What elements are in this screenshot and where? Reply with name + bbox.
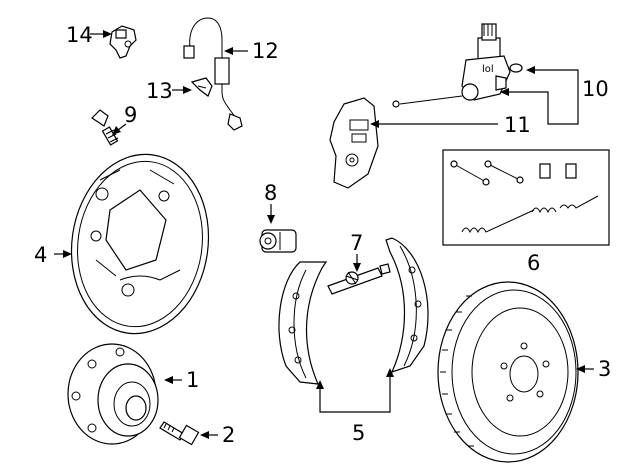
callout-11-text: 11 xyxy=(504,113,531,137)
wheel-cylinder-icon[interactable] xyxy=(259,229,297,253)
callout-12: 12 xyxy=(224,39,279,63)
parking-brake-motor-icon[interactable]: lol xyxy=(392,23,523,108)
callout-9: 9 xyxy=(112,103,137,135)
callout-13-text: 13 xyxy=(146,79,173,103)
speed-sensor-icon[interactable] xyxy=(109,25,137,59)
callout-4: 4 xyxy=(34,243,72,267)
adjuster-icon[interactable] xyxy=(327,263,391,295)
callout-1: 1 xyxy=(164,368,199,392)
callout-12-text: 12 xyxy=(252,39,279,63)
callout-2-text: 2 xyxy=(222,423,235,447)
backing-plate-icon[interactable] xyxy=(60,145,220,342)
callout-3-text: 3 xyxy=(598,357,611,381)
callout-5-text: 5 xyxy=(352,421,365,445)
callout-14: 14 xyxy=(66,23,112,47)
clip-icon[interactable] xyxy=(190,77,213,97)
callout-5: 5 xyxy=(316,368,394,445)
svg-text:lol: lol xyxy=(482,64,494,75)
callout-10: 10 xyxy=(500,66,609,125)
hub-bolt-icon[interactable] xyxy=(159,421,200,446)
brake-drum-icon[interactable] xyxy=(437,281,579,463)
bleeder-screw-icon[interactable] xyxy=(91,109,119,146)
abs-sensor-cable-icon[interactable] xyxy=(183,17,243,131)
brake-shoes-icon[interactable] xyxy=(278,237,429,385)
callout-3: 3 xyxy=(576,357,611,381)
callout-13: 13 xyxy=(146,79,192,103)
hardware-kit-icon[interactable] xyxy=(442,149,610,246)
callout-9-text: 9 xyxy=(124,103,137,127)
callout-7-text: 7 xyxy=(350,231,363,255)
callout-11: 11 xyxy=(370,113,531,137)
bracket-icon[interactable] xyxy=(329,97,379,189)
callout-4-text: 4 xyxy=(34,243,47,267)
callout-6-text: 6 xyxy=(527,251,540,275)
callout-6: 6 xyxy=(527,251,540,275)
callout-7: 7 xyxy=(350,231,363,272)
callout-8: 8 xyxy=(264,181,277,224)
callout-14-text: 14 xyxy=(66,23,93,47)
callout-1-text: 1 xyxy=(186,368,199,392)
callout-10-text: 10 xyxy=(582,77,609,101)
callout-8-text: 8 xyxy=(264,181,277,205)
callout-2: 2 xyxy=(200,423,235,447)
wheel-hub-bearing-icon[interactable] xyxy=(67,343,159,445)
